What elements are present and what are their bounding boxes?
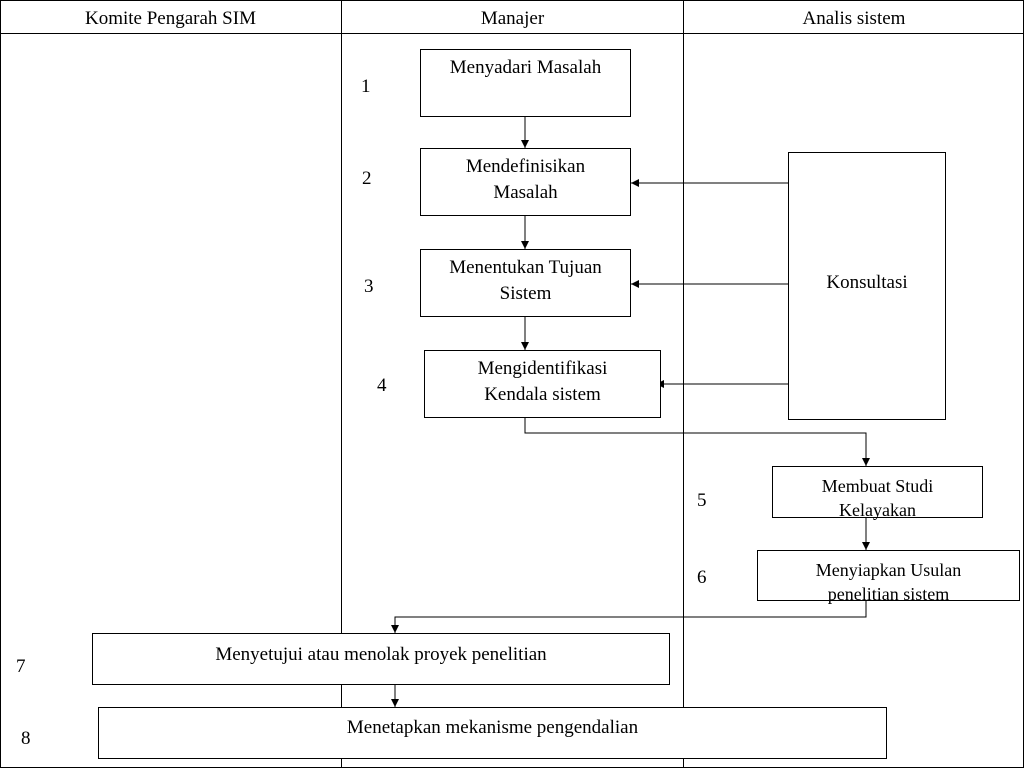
konsultasi-label: Konsultasi — [826, 272, 908, 293]
lane-header-komite: Komite Pengarah SIM — [85, 8, 256, 29]
step-label-line2: Masalah — [493, 182, 558, 203]
step-label-line2: Sistem — [499, 283, 552, 304]
step-number-1: 1 — [361, 76, 371, 97]
step-number-8: 8 — [21, 728, 31, 749]
step-label-line2: Kelayakan — [839, 500, 916, 520]
step-box-usulan-penelitian: Menyiapkan Usulan penelitian sistem — [757, 550, 1020, 604]
step-number-4: 4 — [377, 375, 387, 396]
step-number-7: 7 — [16, 656, 26, 677]
step-number-5: 5 — [697, 490, 707, 511]
step-label-line2: penelitian sistem — [827, 584, 950, 604]
step-box-menyetujui-proyek: Menyetujui atau menolak proyek penelitia… — [92, 633, 670, 685]
step-label: Menetapkan mekanisme pengendalian — [346, 717, 639, 738]
lane-header-analis: Analis sistem — [802, 8, 906, 29]
arrow-6-to-7 — [391, 600, 867, 633]
arrow-4-to-5 — [524, 417, 870, 466]
step-box-mekanisme-pengendalian: Menetapkan mekanisme pengendalian — [98, 707, 887, 759]
step-number-3: 3 — [364, 276, 374, 297]
step-label-line1: Menentukan Tujuan — [449, 257, 602, 278]
konsultasi-box: Konsultasi — [788, 152, 946, 420]
lane-header-manajer: Manajer — [480, 8, 545, 29]
step-label-line1: Mendefinisikan — [465, 156, 586, 177]
step-box-studi-kelayakan: Membuat Studi Kelayakan — [772, 466, 983, 520]
step-number-2: 2 — [362, 168, 372, 189]
step-number-6: 6 — [697, 567, 707, 588]
step-label-line2: Kendala sistem — [484, 384, 601, 405]
step-label-line1: Mengidentifikasi — [477, 358, 608, 379]
step-box-menyadari-masalah: Menyadari Masalah — [420, 49, 631, 117]
step-label-line1: Membuat Studi — [821, 476, 934, 496]
step-label: Menyetujui atau menolak proyek penelitia… — [215, 644, 547, 665]
step-label: Menyadari Masalah — [449, 57, 602, 78]
step-box-menentukan-tujuan: Menentukan Tujuan Sistem — [420, 249, 631, 317]
step-label-line1: Menyiapkan Usulan — [815, 560, 962, 580]
step-box-mengidentifikasi-kendala: Mengidentifikasi Kendala sistem — [424, 350, 661, 418]
step-box-mendefinisikan-masalah: Mendefinisikan Masalah — [420, 148, 631, 216]
